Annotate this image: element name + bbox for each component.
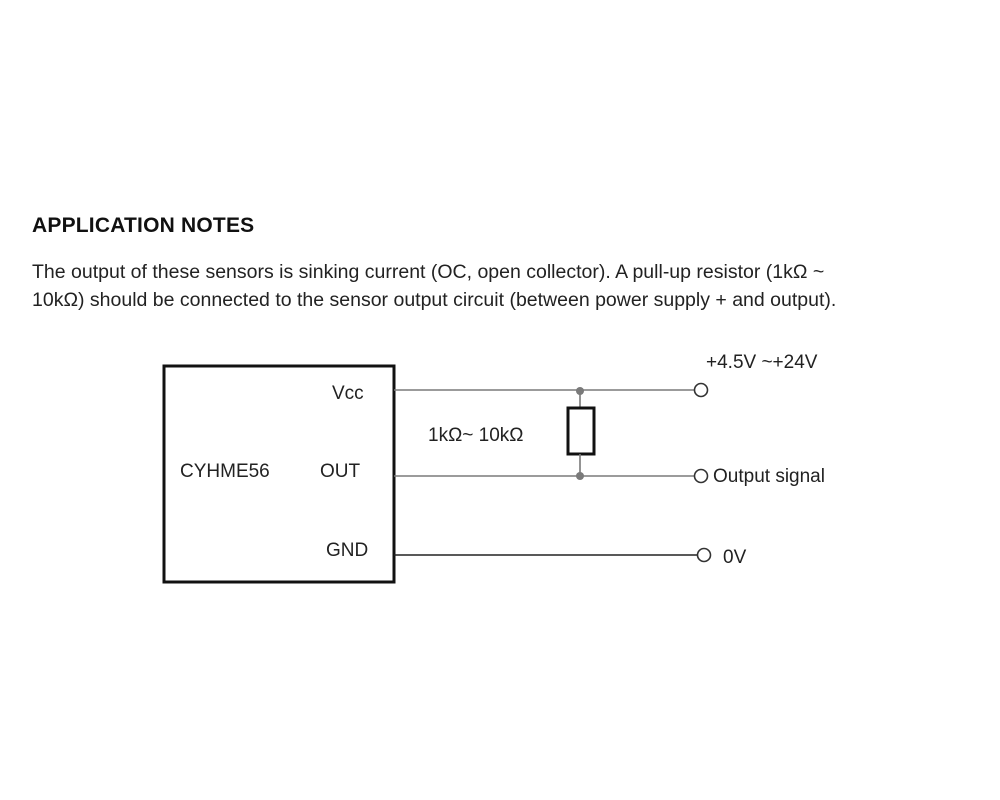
sensor-name-label: CYHME56 [180, 461, 270, 482]
description-line-1: The output of these sensors is sinking c… [32, 261, 825, 283]
section-heading: APPLICATION NOTES [32, 214, 255, 237]
junction-dot-bottom [576, 472, 584, 480]
resistor-value-label: 1kΩ~ 10kΩ [428, 425, 523, 446]
sensor-box [162, 364, 396, 584]
pin-vcc-label: Vcc [332, 383, 364, 404]
description-paragraph: The output of these sensors is sinking c… [32, 258, 982, 314]
pin-out-label: OUT [320, 461, 361, 482]
ground-voltage-label: 0V [723, 547, 747, 568]
junction-dot-top [576, 387, 584, 395]
ground-terminal [696, 547, 712, 563]
output-signal-label: Output signal [713, 466, 825, 487]
vcc-terminal [693, 382, 709, 398]
supply-voltage-label: +4.5V ~+24V [706, 352, 818, 373]
description-line-2: 10kΩ) should be connected to the sensor … [32, 289, 837, 311]
pin-gnd-label: GND [326, 540, 368, 561]
pull-up-resistor [566, 406, 596, 456]
output-terminal [693, 468, 709, 484]
